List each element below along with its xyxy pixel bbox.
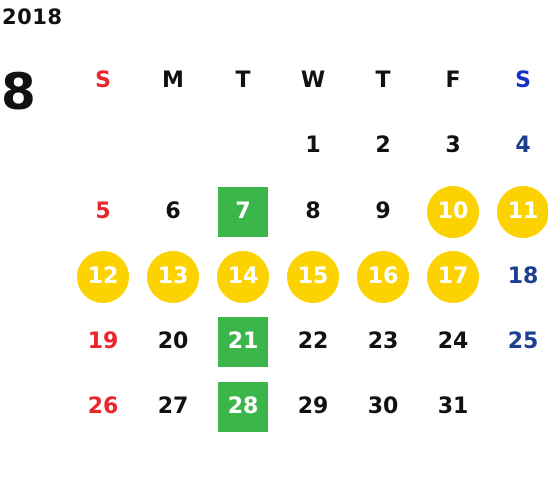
day-number-yellow: 14 (217, 250, 269, 303)
day-number: 5 (95, 199, 111, 224)
day-number: 23 (367, 329, 399, 354)
day-number-yellow: 15 (287, 250, 339, 303)
calendar-month: 8 (1, 63, 36, 121)
weekday-header-row: S M T W T F S (68, 50, 548, 111)
day-number: 19 (87, 329, 119, 354)
day-number: 25 (507, 329, 539, 354)
day-cell[interactable]: 31 (418, 374, 488, 439)
day-number: 2 (375, 132, 391, 158)
day-cell[interactable]: 1 (278, 111, 348, 179)
weekday-saturday: S (515, 68, 531, 93)
weekday-monday: M (162, 68, 184, 93)
day-cell[interactable]: 30 (348, 374, 418, 439)
day-cell[interactable]: 28 (208, 374, 278, 439)
day-number: 24 (437, 329, 469, 354)
day-cell[interactable]: 24 (418, 309, 488, 374)
day-number: 22 (297, 329, 329, 354)
empty-day-cell (488, 374, 548, 439)
day-number-green: 21 (218, 316, 268, 367)
day-number: 29 (297, 394, 329, 419)
day-cell[interactable]: 11 (488, 179, 548, 244)
day-cell[interactable]: 22 (278, 309, 348, 374)
day-number: 9 (375, 199, 391, 224)
day-number-green: 28 (218, 381, 268, 432)
calendar-year: 2018 (2, 5, 63, 29)
day-number: 6 (165, 199, 181, 224)
day-number-yellow: 13 (147, 250, 199, 303)
day-number: 3 (445, 132, 461, 158)
empty-day-cell (138, 111, 208, 179)
day-cell[interactable]: 15 (278, 244, 348, 309)
day-cell[interactable]: 10 (418, 179, 488, 244)
day-number-green: 7 (218, 186, 268, 237)
day-number: 1 (305, 132, 321, 158)
day-cell[interactable]: 6 (138, 179, 208, 244)
day-cell[interactable]: 20 (138, 309, 208, 374)
day-cell[interactable]: 5 (68, 179, 138, 244)
day-number: 20 (157, 329, 189, 354)
calendar-week-row: 5 6 7 8 9 10 11 (68, 179, 548, 244)
calendar-week-row: 1 2 3 4 (68, 111, 548, 179)
day-number-yellow: 10 (427, 185, 479, 238)
weekday-sunday: S (95, 68, 111, 93)
day-cell[interactable]: 26 (68, 374, 138, 439)
day-cell[interactable]: 7 (208, 179, 278, 244)
day-cell[interactable]: 13 (138, 244, 208, 309)
day-cell[interactable]: 29 (278, 374, 348, 439)
day-cell[interactable]: 23 (348, 309, 418, 374)
day-cell[interactable]: 19 (68, 309, 138, 374)
day-cell[interactable]: 8 (278, 179, 348, 244)
day-number: 8 (305, 199, 321, 224)
day-number: 4 (515, 132, 531, 158)
calendar-week-row: 19 20 21 22 23 24 25 (68, 309, 548, 374)
day-number: 27 (157, 394, 189, 419)
day-cell[interactable]: 2 (348, 111, 418, 179)
day-cell[interactable]: 18 (488, 244, 548, 309)
day-cell[interactable]: 25 (488, 309, 548, 374)
day-number: 26 (87, 394, 119, 419)
day-cell[interactable]: 21 (208, 309, 278, 374)
weekday-thursday: T (375, 68, 391, 93)
calendar-week-row: 26 27 28 29 30 31 (68, 374, 548, 439)
day-cell[interactable]: 3 (418, 111, 488, 179)
weekday-friday: F (445, 68, 461, 93)
empty-day-cell (68, 111, 138, 179)
day-cell[interactable]: 4 (488, 111, 548, 179)
weekday-tuesday: T (235, 68, 251, 93)
day-number: 18 (507, 264, 539, 289)
day-cell[interactable]: 14 (208, 244, 278, 309)
day-number-yellow: 17 (427, 250, 479, 303)
empty-day-cell (208, 111, 278, 179)
day-number: 31 (437, 394, 469, 419)
day-cell[interactable]: 12 (68, 244, 138, 309)
day-cell[interactable]: 16 (348, 244, 418, 309)
weekday-wednesday: W (300, 68, 326, 93)
day-number: 30 (367, 394, 399, 419)
calendar-week-row: 12 13 14 15 16 17 18 (68, 244, 548, 309)
day-cell[interactable]: 27 (138, 374, 208, 439)
day-number-yellow: 16 (357, 250, 409, 303)
day-number-yellow: 12 (77, 250, 129, 303)
day-cell[interactable]: 17 (418, 244, 488, 309)
day-cell[interactable]: 9 (348, 179, 418, 244)
day-number-yellow: 11 (497, 185, 548, 238)
